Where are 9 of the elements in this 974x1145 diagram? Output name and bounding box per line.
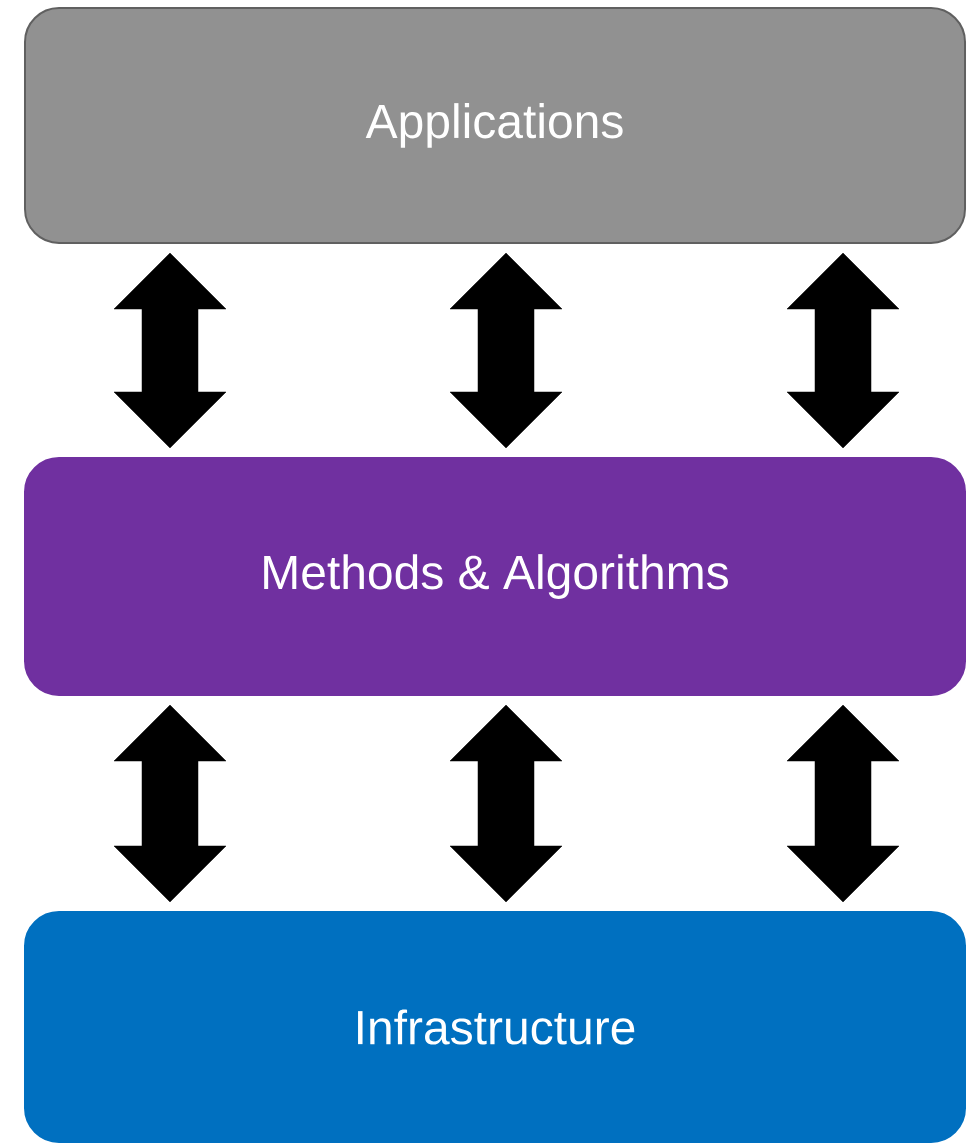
layer-box: Methods & Algorithms [24, 457, 966, 696]
double-arrow [449, 252, 563, 449]
double-arrow [113, 704, 227, 903]
layer-box: Applications [24, 7, 966, 244]
double-arrow [449, 704, 563, 903]
layer-box: Infrastructure [24, 911, 966, 1143]
double-arrow [786, 704, 900, 903]
double-arrow [786, 252, 900, 449]
double-arrow [113, 252, 227, 449]
